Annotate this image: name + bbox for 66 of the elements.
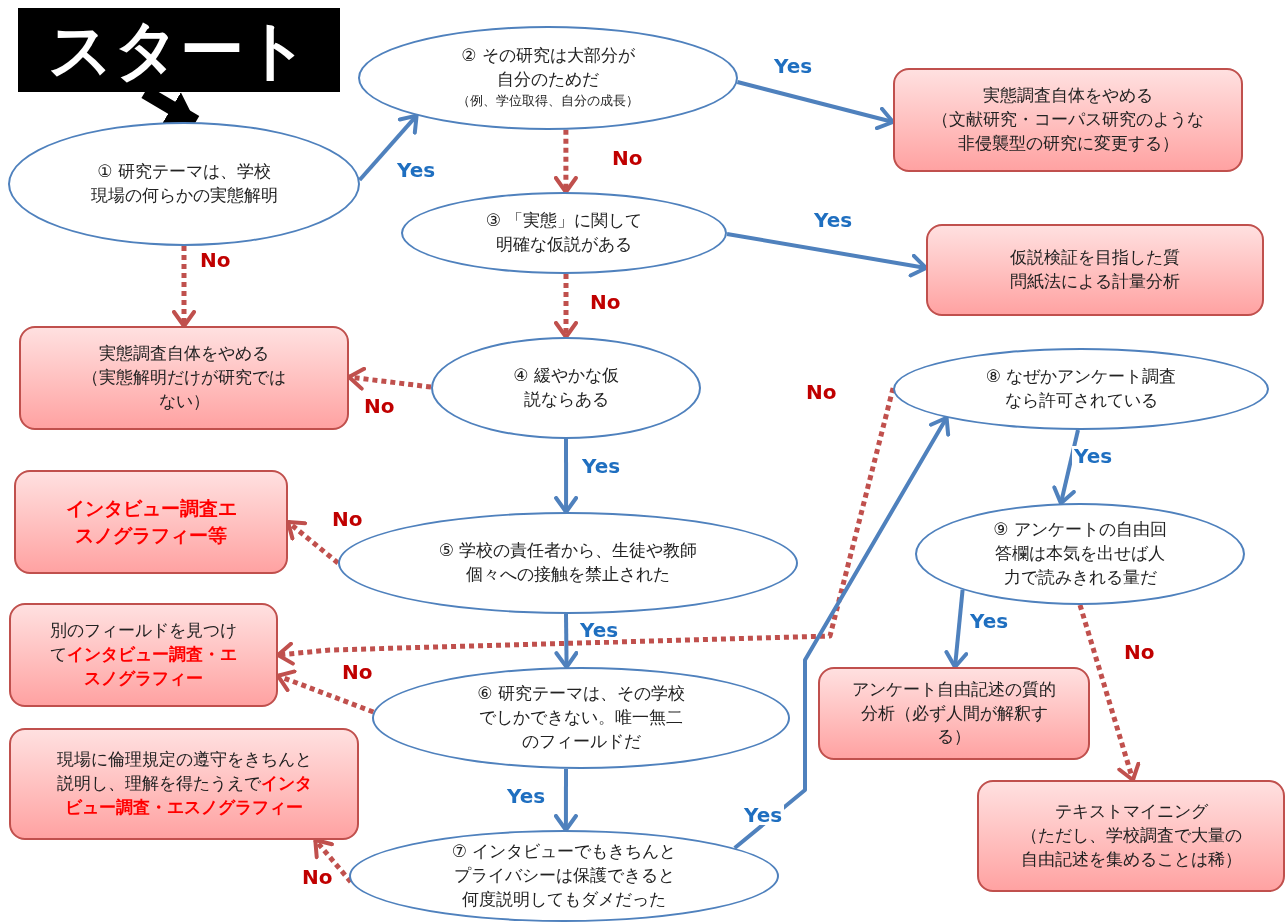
- arrow: [358, 113, 419, 182]
- arrow: [736, 80, 895, 131]
- node-text: （文献研究・コーパス研究のような非侵襲型の研究に変更する）: [931, 108, 1205, 155]
- result-box: [926, 224, 1264, 316]
- result-box: [9, 728, 359, 840]
- arrow: [1052, 429, 1080, 506]
- result-box: [977, 780, 1285, 892]
- node-text: ④ 緩やかな仮説ならある: [512, 364, 620, 411]
- arrow: [554, 274, 578, 339]
- arrow: [554, 439, 579, 514]
- node-text: 別のフィールドを見つけてインタビュー調査・エスノグラフィー: [49, 619, 238, 690]
- node-text: （例、学位取得、自分の成長）: [457, 92, 639, 111]
- node-text: ⑥ 研究テーマは、その学校でしかできない。唯一無二のフィールドだ: [476, 682, 686, 753]
- node-text: （ただし、学校調査で大量の自由記述を集めることは稀）: [1019, 824, 1243, 871]
- node-text: インタビュー調査エスノグラフィー等: [64, 496, 238, 548]
- edge-label: No: [610, 148, 645, 168]
- edge-label: No: [330, 509, 365, 529]
- edge-label: No: [588, 292, 623, 312]
- arrow: [944, 589, 969, 669]
- edge-label: Yes: [1072, 446, 1115, 466]
- result-box: [893, 68, 1243, 172]
- result-box: [818, 667, 1090, 760]
- node-text: （実態解明だけが研究ではない）: [81, 366, 287, 413]
- edge-label: No: [804, 382, 839, 402]
- arrow: [286, 520, 340, 565]
- edge-label: No: [340, 662, 375, 682]
- edge-label: Yes: [580, 456, 623, 476]
- edge-label: Yes: [772, 56, 815, 76]
- edge-label: Yes: [968, 611, 1011, 631]
- node-text: ① 研究テーマは、学校現場の何らかの実態解明: [90, 160, 278, 207]
- node-text: ③ 「実態」に関して明確な仮説がある: [485, 209, 643, 256]
- result-box: [19, 326, 349, 430]
- node-text: テキストマイニング: [1054, 800, 1208, 824]
- node-text: 仮説検証を目指した質問紙法による計量分析: [1009, 246, 1181, 293]
- edge-label: Yes: [395, 160, 438, 180]
- node-text: ⑨ アンケートの自由回答欄は本気を出せば人力で読みきれる量だ: [993, 518, 1167, 589]
- arrow: [554, 613, 579, 670]
- edge-label: Yes: [578, 620, 621, 640]
- edge-label: No: [198, 250, 233, 270]
- start-box: [18, 8, 340, 92]
- node-text: ② その研究は大部分が自分のためだ: [460, 43, 636, 91]
- node-text: ⑧ なぜかアンケート調査なら許可されている: [984, 365, 1178, 412]
- arrow: [1077, 604, 1141, 782]
- arrow: [347, 366, 432, 391]
- result-box: [9, 603, 278, 707]
- node-text: 実態調査自体をやめる: [983, 84, 1153, 108]
- node-text: アンケート自由記述の質的分析（必ず人間が解釈する）: [851, 677, 1057, 749]
- result-box: [14, 470, 288, 574]
- arrow: [553, 129, 578, 194]
- edge-label: Yes: [505, 786, 548, 806]
- edge-label: Yes: [742, 805, 785, 825]
- edge-label: No: [300, 867, 335, 887]
- edge-label: No: [362, 396, 397, 416]
- node-text: ⑤ 学校の責任者から、生徒や教師個々への接触を禁止された: [437, 539, 699, 586]
- node-text: 実態調査自体をやめる: [99, 342, 269, 366]
- edge-label: No: [1122, 642, 1157, 662]
- start-label: スタート: [48, 18, 310, 82]
- arrow: [726, 232, 928, 278]
- arrow: [553, 768, 578, 832]
- arrow: [276, 669, 375, 715]
- node-text: ⑦ インタビューでもきちんとプライバシーは保護できると何度説明してもダメだった: [450, 840, 678, 911]
- arrow: [276, 387, 896, 666]
- edge-label: Yes: [812, 210, 855, 230]
- arrow: [172, 246, 196, 328]
- arrow: [733, 415, 951, 850]
- node-text: 現場に倫理規定の遵守をきちんと説明し、理解を得たうえでインタビュー調査・エスノグラフィー: [55, 748, 313, 819]
